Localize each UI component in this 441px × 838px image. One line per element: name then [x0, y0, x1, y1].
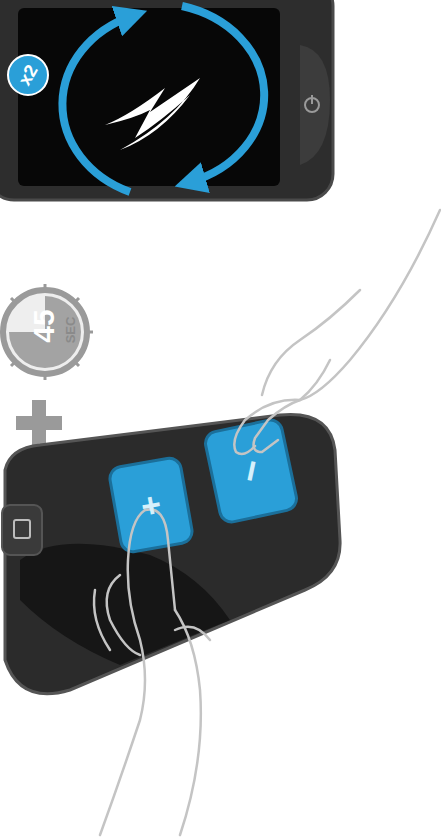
hand-sketch [94, 210, 440, 835]
plus-symbol [16, 400, 62, 446]
timer-value: 45 [29, 309, 59, 342]
count-badge [8, 55, 48, 95]
rotate-arrow [182, 6, 264, 182]
brand-logo [105, 78, 200, 150]
timer-icon [0, 284, 93, 380]
rotate-arrow [62, 16, 132, 192]
timer-unit: SEC [64, 317, 77, 344]
remote-unit [2, 414, 340, 693]
display-unit [0, 0, 333, 200]
